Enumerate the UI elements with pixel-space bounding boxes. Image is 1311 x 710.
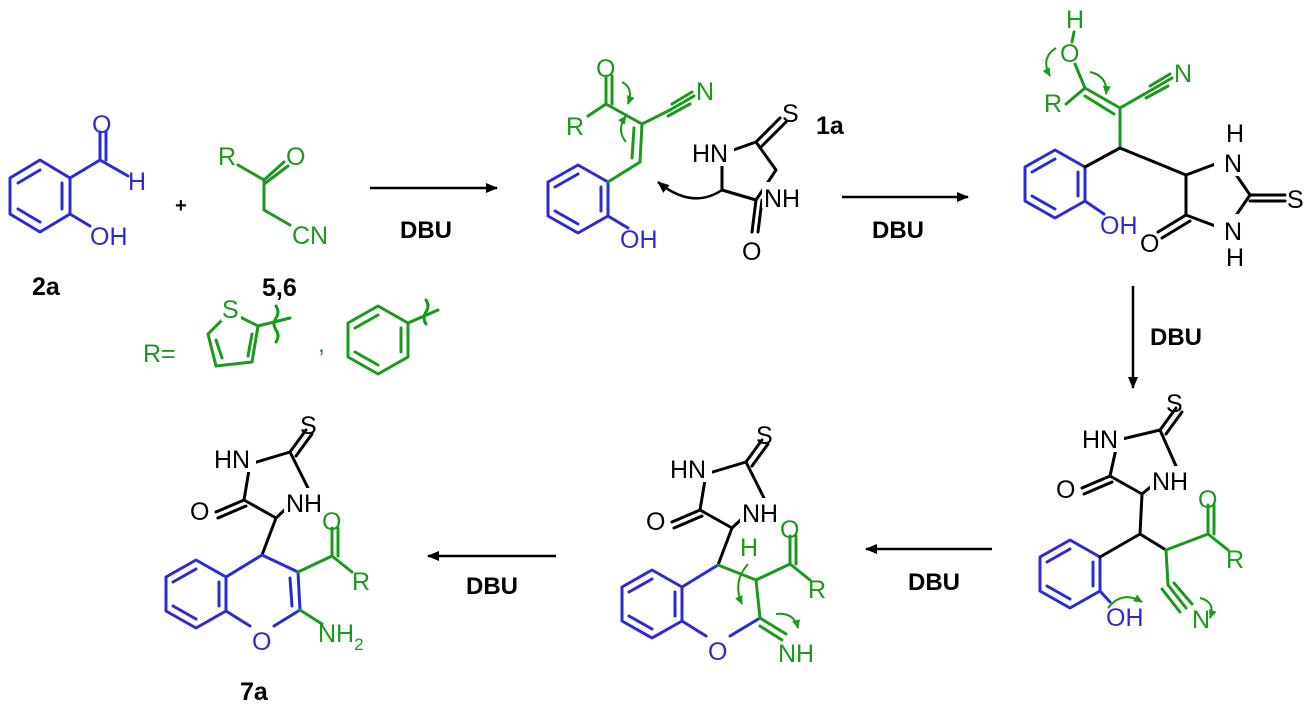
atom-s: S <box>300 412 317 440</box>
atom-o: O <box>322 508 341 536</box>
cyclized-imine-intermediate: HN NH S O O H O R NH <box>620 422 826 668</box>
atom-h: H <box>740 534 758 562</box>
atom-s-thiophene: S <box>222 296 239 324</box>
compound-5-6: R O CN 5,6 <box>218 143 328 302</box>
reagent-label-1: DBU <box>400 217 452 244</box>
atom-o: O <box>1060 40 1079 68</box>
atom-hn: HN <box>670 456 706 484</box>
atom-nh: NH <box>286 490 322 518</box>
atom-nh: NH <box>778 640 814 668</box>
atom-cn: CN <box>292 222 328 250</box>
atom-r: R <box>566 113 584 141</box>
atom-r: R <box>352 568 370 596</box>
atom-n: N <box>1192 606 1210 634</box>
reagent-label-5: DBU <box>466 573 518 600</box>
r-equals: R= <box>143 340 176 368</box>
atom-o: O <box>1198 486 1217 514</box>
michael-adduct-enol: OH O H R N H N N H S O <box>1023 6 1304 272</box>
r-group-definition: R= S , <box>143 295 440 376</box>
atom-h: H <box>1226 244 1244 272</box>
keto-intermediate: HN NH S O OH O R N <box>1038 390 1244 634</box>
atom-o: O <box>1140 230 1159 258</box>
atom-n: N <box>1174 60 1192 88</box>
atom-nh: NH <box>764 185 800 213</box>
atom-r: R <box>808 576 826 604</box>
compound-label-1a: 1a <box>816 112 845 140</box>
atom-o: O <box>190 498 209 526</box>
atom-r: R <box>1044 90 1062 118</box>
atom-nh: NH <box>1152 468 1188 496</box>
compound-label-7a: 7a <box>240 678 269 706</box>
atom-o-ring: O <box>252 628 271 656</box>
atom-oh: OH <box>620 226 658 254</box>
knoevenagel-intermediate: OH O R N HN NH S O 1a <box>546 55 845 266</box>
atom-n: N <box>1224 150 1242 178</box>
atom-n: N <box>696 78 714 106</box>
compound-label-5-6: 5,6 <box>262 274 297 302</box>
reagent-label-3: DBU <box>1150 324 1202 351</box>
atom-nh: NH <box>742 500 778 528</box>
atom-o: O <box>286 143 305 171</box>
atom-h: H <box>1066 6 1084 34</box>
atom-r: R <box>1226 546 1244 574</box>
compound-label-2a: 2a <box>32 273 61 301</box>
atom-r: R <box>218 143 236 171</box>
atom-o: O <box>742 238 761 266</box>
reagent-label-4: DBU <box>908 569 960 596</box>
atom-o: O <box>596 55 615 83</box>
comma: , <box>318 330 325 358</box>
atom-o: O <box>92 111 111 139</box>
atom-hn: HN <box>692 140 728 168</box>
reagent-label-2: DBU <box>872 217 924 244</box>
atom-oh: OH <box>1100 212 1138 240</box>
atom-oh: OH <box>1106 604 1144 632</box>
atom-oh: OH <box>90 223 128 251</box>
atom-o: O <box>646 508 665 536</box>
atom-s: S <box>782 100 799 128</box>
atom-hn: HN <box>214 446 250 474</box>
compound-2a: O H OH 2a <box>8 111 146 301</box>
atom-n: N <box>1224 218 1242 246</box>
atom-o: O <box>780 516 799 544</box>
atom-hn: HN <box>1082 426 1118 454</box>
product-7a: HN NH S O O O R NH2 7a <box>164 412 370 706</box>
atom-h: H <box>1226 120 1244 148</box>
atom-s: S <box>1166 390 1183 418</box>
atom-o: O <box>1056 476 1075 504</box>
atom-s: S <box>1287 186 1304 214</box>
atom-s: S <box>756 422 773 450</box>
atom-o-ring: O <box>708 638 727 666</box>
atom-nh2: NH2 <box>318 620 364 654</box>
atom-h: H <box>128 168 146 196</box>
plus-sign: + <box>175 195 187 217</box>
